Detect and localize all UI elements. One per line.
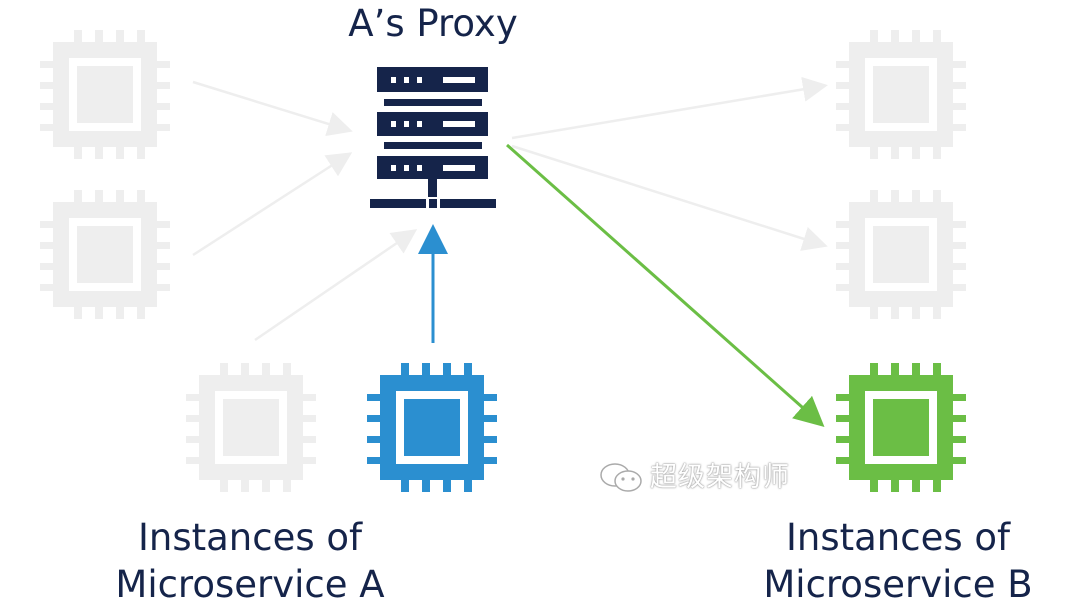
microservice-a-label-line2: Microservice A [115,563,385,606]
microservice-b-label: Instances of Microservice B [748,514,1048,608]
inactive-chip-icon [186,363,316,492]
inactive-chip-icon [40,30,170,159]
request-arrow-proxy-to-b [506,143,825,427]
inactive-arrow [192,152,353,257]
microservice-a-label: Instances of Microservice A [100,514,400,608]
inactive-arrow [511,144,828,251]
microservice-a-chip-icon [367,363,497,492]
wechat-icon [600,463,642,492]
inactive-chip-icon [836,30,966,159]
inactive-chip-icon [836,190,966,319]
watermark-text: 超级架构师 [650,462,790,493]
microservice-b-label-line2: Microservice B [763,563,1033,606]
proxy-title: A’s Proxy [348,2,518,45]
inactive-arrow [254,229,418,342]
microservice-a-label-line1: Instances of [137,516,363,559]
inactive-arrow [192,80,353,137]
microservice-b-chip-icon [836,363,966,492]
server-icon [370,67,496,208]
inactive-chip-icon [40,190,170,319]
microservice-b-label-line1: Instances of [785,516,1011,559]
inactive-arrow [511,76,828,140]
